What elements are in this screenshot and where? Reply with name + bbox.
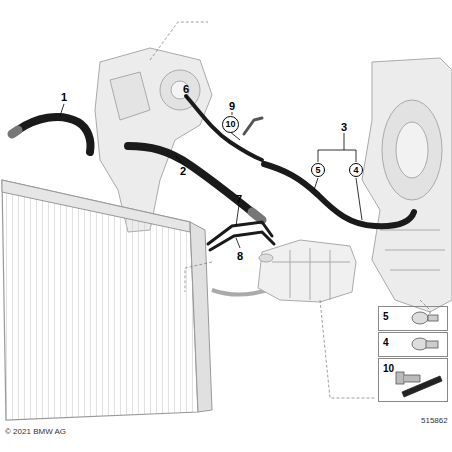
callout-number: 10 <box>225 120 235 129</box>
expansion-tank <box>258 240 356 302</box>
hose-1 <box>18 117 91 152</box>
legend-box: 4 <box>378 332 448 357</box>
transmission <box>362 58 452 312</box>
callout-circle: 10 <box>222 116 239 133</box>
callout-number: 3 <box>341 122 347 133</box>
callout-number: 6 <box>183 84 189 95</box>
callout-circle: 4 <box>349 163 363 177</box>
callout-number: 10 <box>383 364 394 374</box>
hose-6 <box>186 96 262 160</box>
hose-8 <box>210 232 274 250</box>
callout-number: 9 <box>229 101 235 112</box>
callout-number: 7 <box>236 194 242 205</box>
hose-3 <box>264 164 414 226</box>
callout-number: 4 <box>383 338 389 348</box>
legend-icons <box>396 312 442 397</box>
legend-box: 10 <box>378 358 448 402</box>
hose-2 <box>128 146 252 212</box>
callout-number: 5 <box>383 312 389 322</box>
callout-number: 8 <box>237 251 243 262</box>
callout-number: 5 <box>315 166 320 175</box>
radiator <box>2 180 290 420</box>
callout-number: 4 <box>353 166 358 175</box>
callout-number: 1 <box>61 92 67 103</box>
diagram-note: © 2021 BMW AG <box>5 428 66 436</box>
coolant-hoses <box>12 96 414 250</box>
legend-box: 5 <box>378 306 448 331</box>
callout-number: 2 <box>180 166 186 177</box>
callout-circle: 5 <box>311 163 325 177</box>
diagram-note: 515862 <box>421 417 448 425</box>
dashed-lines <box>150 22 430 398</box>
leader-lines <box>60 95 362 248</box>
